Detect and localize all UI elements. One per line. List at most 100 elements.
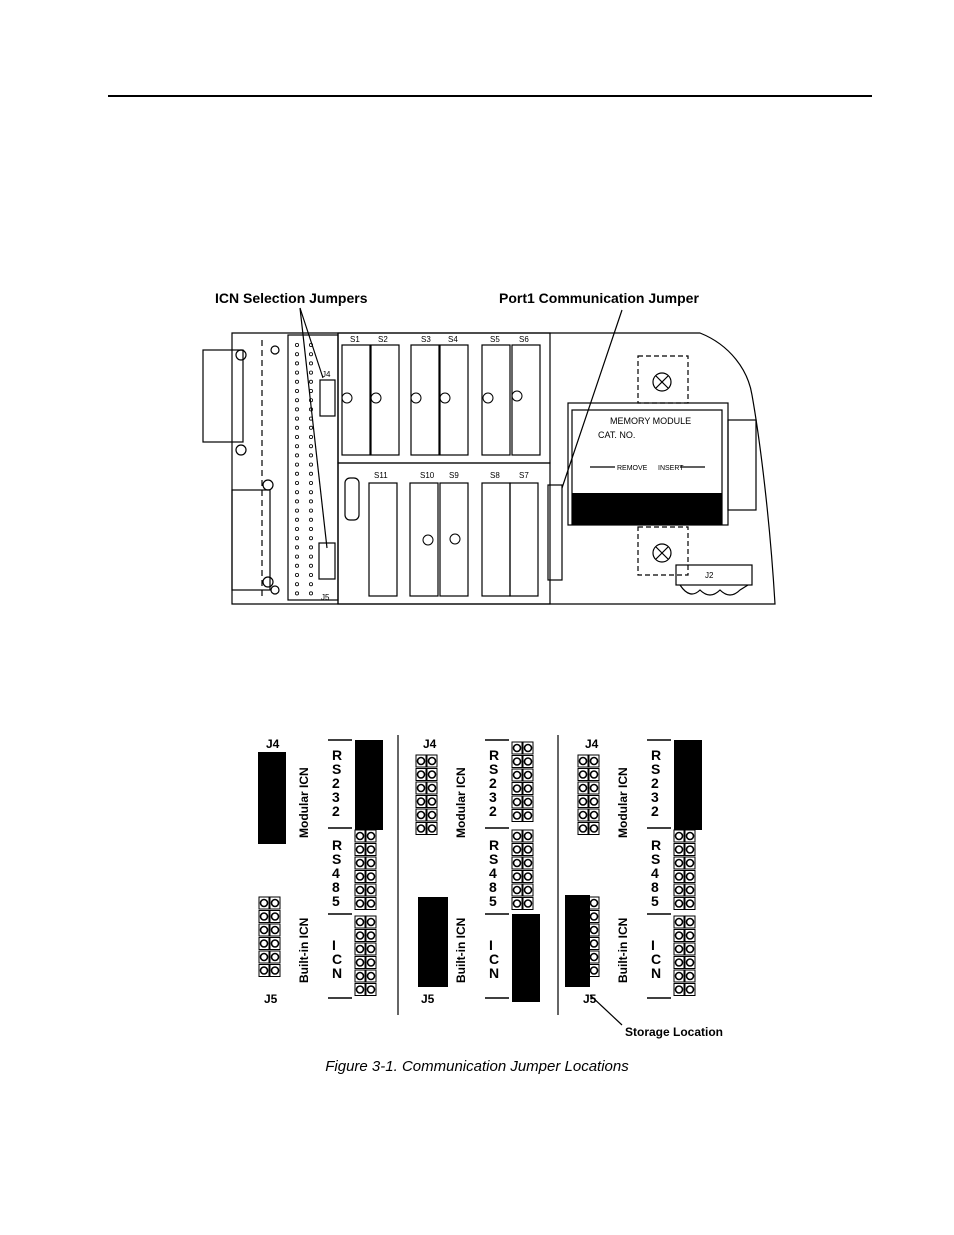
slot-label: S8: [490, 471, 500, 480]
header-pin: [308, 591, 313, 596]
port1-jumper-label: Port1 Communication Jumper: [499, 290, 699, 306]
jumper-pin-frame: [684, 897, 696, 910]
jumper-pin: [427, 770, 437, 779]
jumper-pin-frame: [684, 929, 696, 942]
rs232-jumper-block: [674, 740, 702, 830]
j4-label: J4: [585, 737, 599, 751]
jumper-pin-frame: [354, 870, 366, 883]
builtin-icn-label: Built-in ICN: [454, 918, 468, 983]
jumper-pin-frame: [577, 808, 589, 822]
jumper-pin: [416, 797, 426, 806]
jumper-pin: [270, 912, 280, 921]
jumper-pin-frame: [365, 829, 377, 843]
jumper-pin: [578, 756, 588, 766]
jumper-pin-frame: [365, 929, 377, 942]
header-pin: [308, 508, 313, 513]
j5-label: J5: [421, 992, 435, 1006]
jumper-pin-frame: [522, 897, 534, 910]
slot-label: S2: [378, 335, 388, 344]
memory-module-title: MEMORY MODULE: [610, 416, 691, 426]
jumper-pin: [355, 931, 365, 940]
rs485-letter: S: [332, 851, 341, 867]
jumper-pin: [674, 985, 684, 994]
jumper-pin: [685, 885, 695, 895]
icn-letter: N: [489, 965, 499, 981]
jumper-pin: [589, 952, 599, 962]
jumper-pin: [366, 917, 376, 927]
jumper-pin: [270, 939, 280, 948]
jumper-pin-frame: [511, 795, 523, 809]
jumper-pin: [589, 912, 599, 921]
jumper-pin: [578, 810, 588, 820]
jumper-pin: [523, 784, 533, 793]
header-pin: [308, 425, 313, 430]
jumper-pin-frame: [365, 969, 377, 983]
header-pin: [294, 361, 299, 366]
jumper-pin: [589, 783, 599, 793]
jumper-pin-frame: [588, 754, 600, 768]
jumper-pin-frame: [354, 915, 366, 929]
header-pin: [294, 471, 299, 476]
jumper-pin-frame: [269, 910, 281, 923]
jumper-pin: [674, 958, 684, 967]
jumper-pin-frame: [684, 843, 696, 856]
jumper-pin: [270, 925, 280, 935]
jumper-pin-frame: [258, 910, 270, 923]
header-pin: [294, 499, 299, 504]
jumper-pin: [355, 958, 365, 967]
jumper-pin-frame: [577, 822, 589, 835]
jumper-pin: [270, 898, 280, 908]
jumper-pin: [578, 770, 588, 779]
header-pin: [294, 517, 299, 522]
header-pin: [308, 453, 313, 458]
jumper-pin: [523, 770, 533, 780]
jumper-pin-frame: [426, 768, 438, 781]
builtin-icn-label: Built-in ICN: [297, 918, 311, 983]
rs232-letter: 3: [651, 789, 659, 805]
board-j5-label: J5: [321, 593, 330, 602]
jumper-pin-frame: [269, 923, 281, 937]
jumper-pin-frame: [354, 983, 366, 996]
rs485-letter: 8: [489, 879, 497, 895]
jumper-pin: [523, 845, 533, 854]
jumper-pin-frame: [673, 915, 685, 929]
jumper-pin-frame: [415, 781, 427, 795]
slot-label: S11: [374, 471, 388, 480]
jumper-pin-frame: [511, 829, 523, 843]
jumper-pin: [366, 971, 376, 981]
header-rule: [108, 95, 872, 97]
jumper-pin-frame: [269, 896, 281, 910]
jumper-pin: [523, 811, 533, 820]
rs232-letter: 2: [489, 775, 497, 791]
jumper-pin: [366, 845, 376, 854]
jumper-pin: [578, 783, 588, 793]
jumper-pin: [416, 810, 426, 820]
jumper-pin-frame: [511, 856, 523, 870]
jumper-pin: [589, 770, 599, 779]
jumper-pin-frame: [577, 795, 589, 808]
jumper-pin: [355, 944, 365, 954]
jumper-pin-frame: [258, 950, 270, 964]
icn-letter: I: [651, 937, 655, 953]
rs485-letter: 4: [489, 865, 497, 881]
modular-icn-label: Modular ICN: [454, 767, 468, 838]
jumper-pin: [674, 917, 684, 927]
header-pin: [294, 370, 299, 375]
header-pin: [308, 379, 313, 384]
jumper-pin: [259, 912, 269, 921]
jumper-pin-frame: [415, 795, 427, 808]
jumper-pin: [427, 783, 437, 793]
jumper-pin: [589, 756, 599, 766]
jumper-pin: [512, 811, 522, 820]
rs485-letter: 8: [332, 879, 340, 895]
jumper-pin-frame: [365, 956, 377, 969]
header-pin: [294, 425, 299, 430]
jumper-pin: [512, 757, 522, 766]
jumper-pin: [259, 966, 269, 975]
jumper-pin: [416, 783, 426, 793]
icn-selection-jumpers-label: ICN Selection Jumpers: [215, 290, 368, 306]
slot-label: S4: [448, 335, 458, 344]
jumper-pin-frame: [684, 829, 696, 843]
